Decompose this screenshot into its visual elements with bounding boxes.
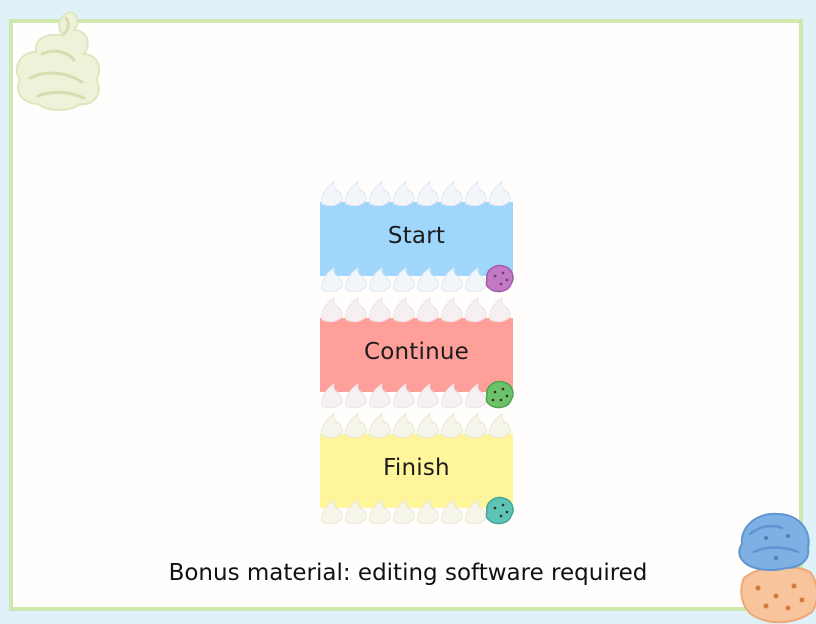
- green-scoop-icon: [485, 380, 514, 409]
- footer-note: Bonus material: editing software require…: [168, 560, 648, 586]
- continue-button-label: Continue: [363, 339, 470, 365]
- ice-cream-scoops-icon: [738, 512, 816, 624]
- cream-border-top-icon: [321, 296, 511, 322]
- finish-button-band: [320, 434, 513, 508]
- cream-border-bottom-icon: [321, 266, 487, 292]
- mint-scoop-icon: [485, 496, 514, 525]
- finish-button-label: Finish: [383, 455, 450, 481]
- start-button[interactable]: Start: [320, 178, 514, 298]
- finish-button[interactable]: Finish: [320, 410, 514, 530]
- continue-button[interactable]: Continue: [320, 294, 514, 414]
- cream-border-bottom-icon: [321, 498, 487, 524]
- start-button-band: [320, 202, 513, 276]
- cream-border-top-icon: [321, 180, 511, 206]
- start-button-label: Start: [387, 223, 446, 249]
- purple-scoop-icon: [485, 264, 514, 293]
- soft-serve-cream-icon: [15, 10, 101, 111]
- cream-border-top-icon: [321, 412, 511, 438]
- main-menu: Start: [320, 178, 514, 530]
- cream-border-bottom-icon: [321, 382, 487, 408]
- continue-button-band: [320, 318, 513, 392]
